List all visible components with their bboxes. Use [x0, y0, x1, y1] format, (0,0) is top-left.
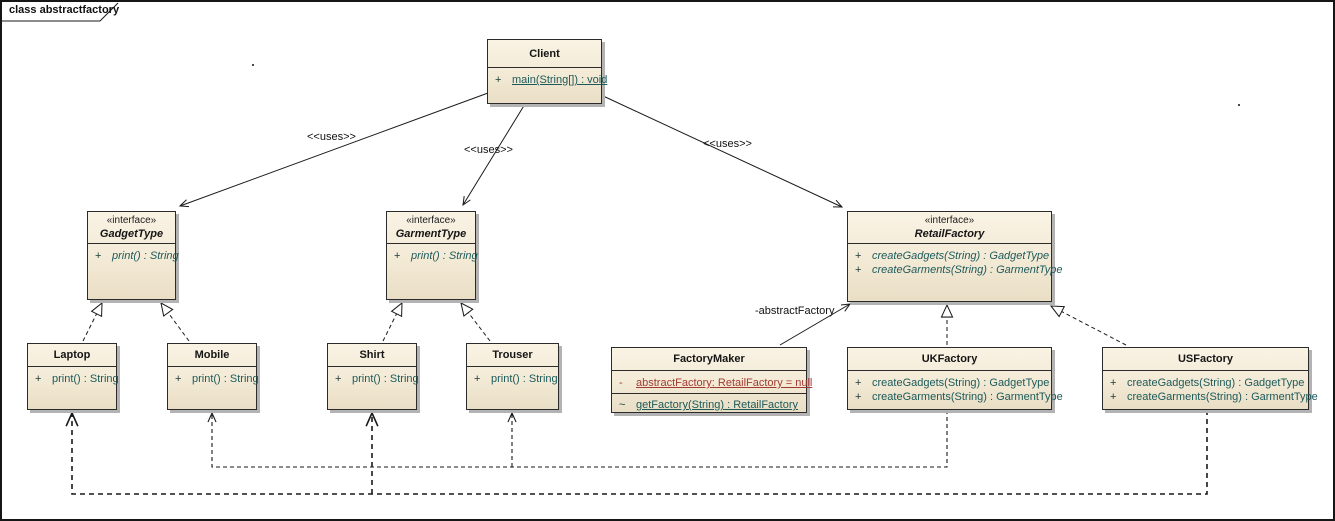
class-name: USFactory [1177, 353, 1234, 365]
class-trouser[interactable]: Trouser + print() : String [466, 343, 559, 410]
class-name: Mobile [194, 349, 230, 361]
uses-client-gadgettype[interactable] [180, 92, 489, 206]
member-row: + print() : String [474, 373, 558, 385]
class-laptop[interactable]: Laptop + print() : String [27, 343, 119, 410]
class-factorymaker[interactable]: FactoryMaker - abstractFactory: RetailFa… [611, 347, 813, 413]
dependency-ukfactory-mobile[interactable] [212, 410, 948, 468]
realization-shirt-garmenttype[interactable] [382, 301, 403, 342]
member-row: + print() : String [175, 373, 259, 385]
class-name: Laptop [53, 349, 91, 361]
member-row: + print() : String [394, 250, 478, 262]
role-label-abstractfactory: -abstractFactory [755, 305, 835, 317]
class-name: FactoryMaker [673, 353, 745, 365]
realization-laptop-gadgettype[interactable] [82, 301, 103, 342]
frame-title: class abstractfactory [9, 4, 120, 16]
uses-label-gadget: <<uses>> [307, 131, 356, 143]
class-name: GadgetType [99, 228, 164, 240]
stereotype: «interface» [924, 215, 975, 226]
class-usfactory[interactable]: USFactory + createGadgets(String) : Gadg… [1102, 347, 1318, 410]
member-row: + main(String[]) : void [495, 74, 608, 86]
realization-trouser-garmenttype[interactable] [460, 302, 491, 342]
member-row: + createGarments(String) : GarmentType [855, 264, 1063, 276]
realization-mobile-gadgettype[interactable] [160, 302, 190, 342]
member-row: + createGarments(String) : GarmentType [1110, 391, 1318, 403]
uses-client-garmenttype[interactable] [463, 103, 526, 205]
member-row: - abstractFactory: RetailFactory = null [619, 377, 813, 389]
frame-tab-outline [2, 2, 119, 22]
stereotype: «interface» [406, 215, 456, 226]
interface-garmenttype[interactable]: «interface» GarmentType + print() : Stri… [386, 211, 478, 300]
dependency-usfactory-laptop[interactable] [72, 410, 1208, 495]
class-mobile[interactable]: Mobile + print() : String [167, 343, 259, 410]
uses-label-garment: <<uses>> [464, 144, 513, 156]
member-row: ~ getFactory(String) : RetailFactory [619, 399, 798, 411]
class-name: Client [529, 47, 560, 60]
stereotype: «interface» [106, 215, 157, 226]
realization-usfactory-retailfactory[interactable] [1049, 305, 1127, 346]
class-shirt[interactable]: Shirt + print() : String [327, 343, 419, 410]
interface-retailfactory[interactable]: «interface» RetailFactory + createGadget… [847, 211, 1063, 302]
speck [1238, 104, 1240, 106]
speck [252, 64, 254, 66]
member-row: + createGadgets(String) : GadgetType [855, 377, 1050, 389]
class-ukfactory[interactable]: UKFactory + createGadgets(String) : Gadg… [847, 347, 1063, 410]
class-name: RetailFactory [914, 228, 985, 240]
class-name: Trouser [492, 349, 533, 361]
member-row: + print() : String [35, 373, 119, 385]
class-name: GarmentType [395, 228, 467, 240]
association-factorymaker-retailfactory[interactable] [779, 304, 850, 346]
member-row: + print() : String [335, 373, 419, 385]
member-row: + print() : String [95, 250, 179, 262]
member-row: + createGadgets(String) : GadgetType [855, 250, 1050, 262]
member-row: + createGarments(String) : GarmentType [855, 391, 1063, 403]
class-name: UKFactory [921, 353, 978, 365]
class-name: Shirt [359, 349, 385, 361]
interface-gadgettype[interactable]: «interface» GadgetType + print() : Strin… [87, 211, 179, 300]
member-row: + createGadgets(String) : GadgetType [1110, 377, 1305, 389]
uses-label-retail: <<uses>> [703, 138, 752, 150]
class-client[interactable]: Client + main(String[]) : void [487, 39, 608, 104]
uses-client-retailfactory[interactable] [600, 94, 842, 207]
